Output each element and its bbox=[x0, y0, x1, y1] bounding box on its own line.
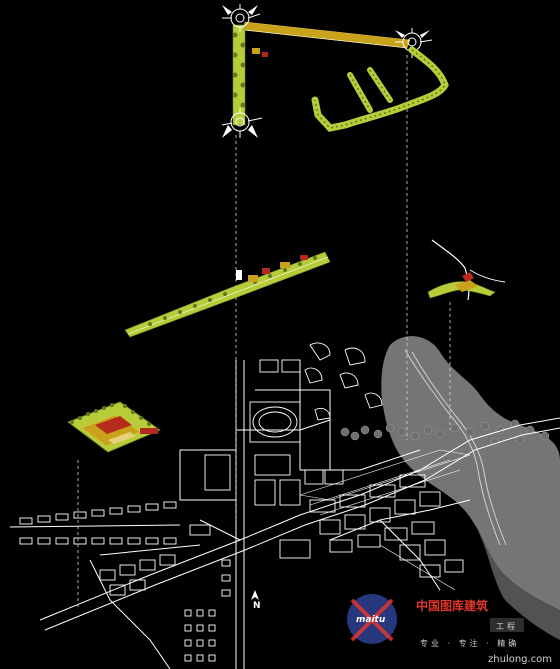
north-label: N bbox=[253, 601, 261, 611]
dense-blocks bbox=[299, 449, 471, 591]
watermark-subtitle: 专业 · 专注 · 精确 bbox=[420, 638, 519, 648]
campus-buildings bbox=[19, 342, 464, 662]
watermark-logo-text: maitu bbox=[356, 615, 386, 625]
terrain-trees bbox=[340, 419, 550, 447]
small-plan-right bbox=[427, 239, 506, 301]
watermark-brand-text: 中国图库建筑 bbox=[416, 598, 488, 613]
block-plan-left bbox=[67, 401, 161, 453]
terrain-layer bbox=[381, 336, 560, 640]
north-arrow-icon bbox=[251, 590, 259, 600]
linear-park-middle bbox=[124, 251, 331, 338]
axis-plan-top bbox=[221, 4, 449, 138]
watermark-brand-badge: 工程 bbox=[496, 622, 518, 631]
north-arrow: N bbox=[251, 590, 261, 611]
watermark: maitu 中国图库建筑 工程 专业 · 专注 · 精确 zhulong.com bbox=[347, 594, 552, 665]
watermark-site-url: zhulong.com bbox=[488, 654, 552, 665]
leader-lines bbox=[77, 55, 451, 610]
